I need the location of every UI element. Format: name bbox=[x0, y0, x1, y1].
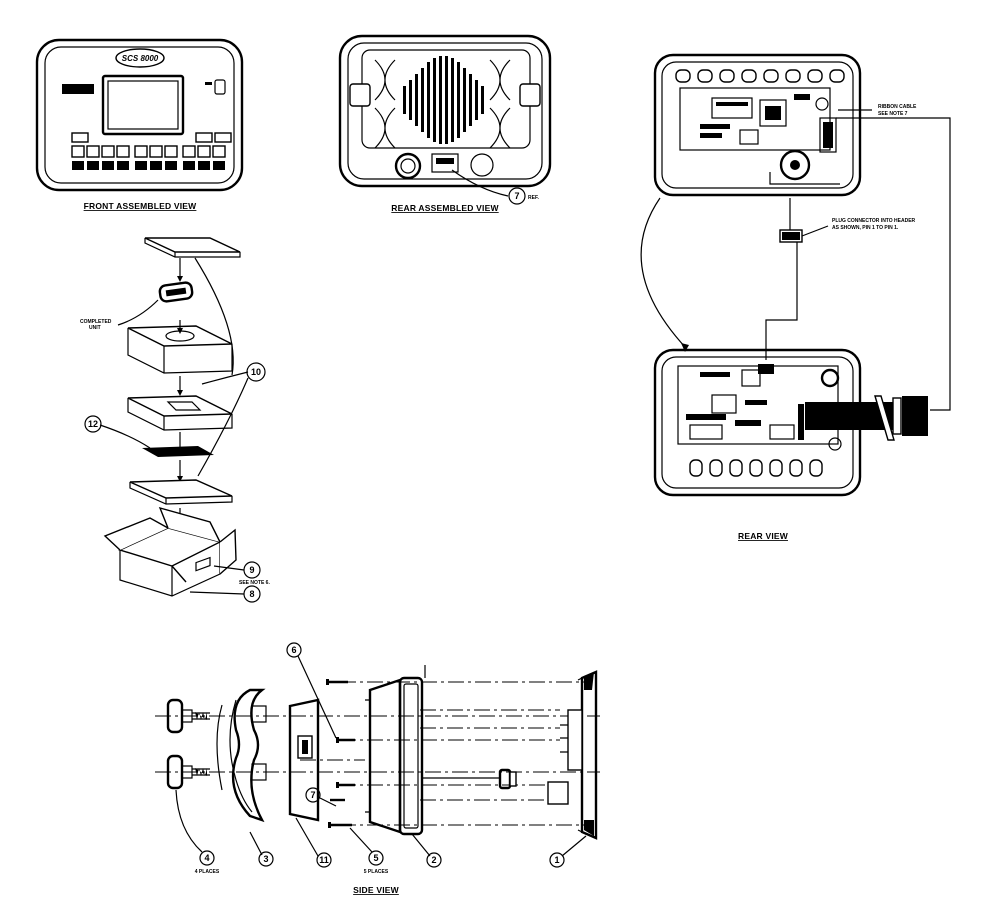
plug-connector-note-line1: PLUG CONNECTOR INTO HEADER bbox=[832, 218, 916, 224]
callout-8: 8 bbox=[249, 589, 254, 599]
ribbon-cable-note-line2: SEE NOTE 7 bbox=[878, 111, 908, 117]
mounting-holes-bottom bbox=[689, 459, 823, 477]
rear-cover-side bbox=[547, 670, 598, 840]
gasket-part bbox=[288, 698, 320, 822]
knob-upper bbox=[166, 698, 210, 734]
five-places-note: 5 PLACES bbox=[364, 869, 389, 875]
plug-connector-note-line2: AS SHOWN, PIN 1 TO PIN 1. bbox=[832, 225, 899, 231]
rear-view-bottom-unit: REAR VIEW bbox=[653, 348, 928, 541]
callout-2: 2 bbox=[431, 855, 436, 865]
see-note-6: SEE NOTE 6. bbox=[239, 580, 270, 586]
completed-unit-note-line2: UNIT bbox=[89, 325, 101, 331]
front-keypad bbox=[71, 132, 232, 170]
side-screws bbox=[326, 679, 355, 828]
mounting-bracket bbox=[216, 688, 267, 823]
callout-10: 10 bbox=[251, 367, 261, 377]
housing-front bbox=[365, 665, 426, 836]
front-assembled-view-title: FRONT ASSEMBLED VIEW bbox=[84, 201, 198, 211]
callout-11: 11 bbox=[319, 855, 329, 865]
callout-5: 5 bbox=[373, 853, 378, 863]
callout-9: 9 bbox=[249, 565, 254, 575]
callout-12: 12 bbox=[88, 419, 98, 429]
rear-view-title: REAR VIEW bbox=[738, 531, 789, 541]
ribbon-plug-side bbox=[422, 768, 517, 790]
callout-3: 3 bbox=[263, 854, 268, 864]
callout-7-side: 7 bbox=[310, 790, 315, 800]
rear-view-connections: PLUG CONNECTOR INTO HEADER AS SHOWN, PIN… bbox=[640, 117, 951, 411]
rear-assembled-view: 7 REF. REAR ASSEMBLED VIEW bbox=[338, 34, 552, 213]
rear-vent-grille bbox=[403, 56, 484, 144]
callout-1: 1 bbox=[554, 855, 559, 865]
knob-lower bbox=[166, 754, 210, 790]
packaging-stack: COMPLETED UNIT 12 10 9 SEE NOTE 6. bbox=[80, 237, 270, 603]
ribbon-cable bbox=[805, 395, 928, 441]
ribbon-cable-note-line1: RIBBON CABLE bbox=[878, 104, 917, 110]
ref-note: REF. bbox=[528, 195, 539, 201]
four-places-note: 4 PLACES bbox=[195, 869, 220, 875]
callout-7-rear: 7 bbox=[514, 191, 519, 201]
rear-view-top-unit: RIBBON CABLE SEE NOTE 7 bbox=[653, 53, 917, 197]
completed-unit-note-line1: COMPLETED bbox=[80, 319, 112, 325]
side-view: 3 4 4 PLACES 11 5 5 PLACES 2 1 6 7 SIDE … bbox=[155, 642, 600, 895]
device-logo: SCS 8000 bbox=[122, 54, 159, 63]
callout-4: 4 bbox=[204, 853, 209, 863]
side-view-title: SIDE VIEW bbox=[353, 885, 400, 895]
front-assembled-view: SCS 8000 FRONT ASSEMBLED VIEW bbox=[35, 38, 244, 211]
rear-assembled-view-title: REAR ASSEMBLED VIEW bbox=[391, 203, 499, 213]
callout-6: 6 bbox=[291, 645, 296, 655]
mounting-holes-top bbox=[675, 69, 845, 83]
